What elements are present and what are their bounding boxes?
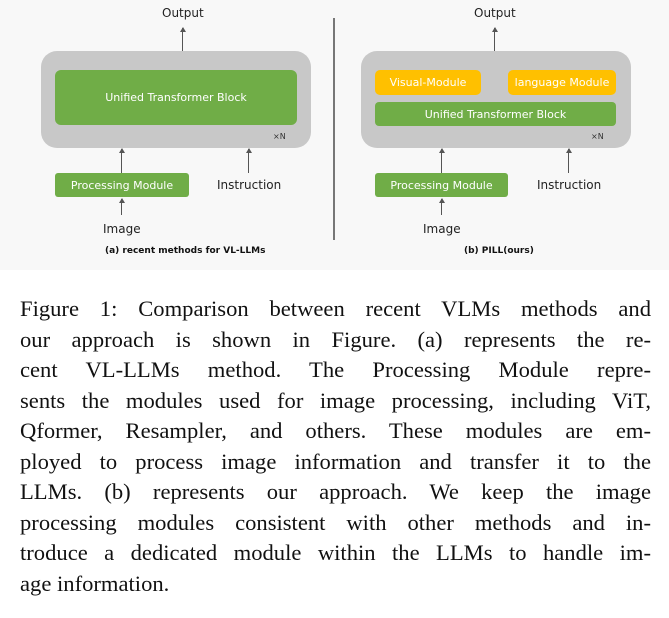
caption-line: LLMs. (b) represents our approach. We ke… — [20, 479, 651, 504]
figure-caption: Figure 1: Comparison between recent VLMs… — [20, 294, 651, 599]
panel-a-instruction-label: Instruction — [217, 178, 282, 192]
panel-b-processing-arrow — [441, 199, 442, 215]
panel-a-instruction-arrow — [248, 149, 249, 173]
panel-a-output-label: Output — [162, 6, 204, 20]
panel-b-image-label: Image — [423, 222, 461, 236]
figure-diagram: Output Unified Transformer Block ×N Proc… — [0, 0, 669, 270]
panel-b-processing-module: Processing Module — [375, 173, 508, 197]
caption-line: cent VL-LLMs method. The Processing Modu… — [20, 357, 651, 382]
panel-b-subcaption: (b) PILL(ours) — [464, 246, 534, 256]
panel-a-image-arrowhead — [119, 148, 125, 153]
panel-a-repeat-label: ×N — [273, 132, 286, 141]
panel-divider — [333, 18, 335, 240]
panel-a-processing-module: Processing Module — [55, 173, 189, 197]
panel-b-language-module: language Module — [508, 70, 616, 95]
panel-b-llm-container — [361, 51, 631, 148]
panel-a-transformer-block: Unified Transformer Block — [55, 70, 297, 125]
panel-b-visual-module: Visual-Module — [375, 70, 481, 95]
panel-b-image-arrowhead — [439, 148, 445, 153]
panel-b-instruction-arrowhead — [566, 148, 572, 153]
caption-line: processing modules consistent with other… — [20, 509, 651, 535]
panel-a-subcaption: (a) recent methods for VL-LLMs — [105, 246, 266, 256]
panel-b-output-arrow — [494, 28, 495, 52]
panel-b-instruction-arrow — [568, 149, 569, 173]
caption-line: age information. — [20, 570, 170, 596]
caption-line: sents the modules used for image process… — [20, 387, 651, 413]
panel-b-processing-arrowhead — [439, 198, 445, 203]
panel-b-output-arrowhead — [492, 27, 498, 32]
caption-line: ployed to process image information and … — [20, 448, 651, 474]
panel-a-instruction-arrowhead — [246, 148, 252, 153]
panel-a-output-arrowhead — [180, 27, 186, 32]
caption-line: our approach is shown in Figure. (a) rep… — [20, 326, 651, 352]
panel-a-output-arrow — [182, 28, 183, 52]
caption-line: Qformer, Resampler, and others. These mo… — [20, 418, 651, 443]
caption-line: troduce a dedicated module within the LL… — [20, 540, 651, 565]
panel-a-image-label: Image — [103, 222, 141, 236]
panel-b-output-label: Output — [474, 6, 516, 20]
panel-b-image-arrow — [441, 149, 442, 173]
panel-b-instruction-label: Instruction — [537, 178, 602, 192]
panel-b-transformer-block: Unified Transformer Block — [375, 102, 616, 126]
panel-a-processing-arrowhead — [119, 198, 125, 203]
panel-a-processing-arrow — [121, 199, 122, 215]
panel-b-repeat-label: ×N — [591, 132, 604, 141]
panel-a-image-arrow — [121, 149, 122, 173]
caption-line: Figure 1: Comparison between recent VLMs… — [20, 296, 651, 321]
